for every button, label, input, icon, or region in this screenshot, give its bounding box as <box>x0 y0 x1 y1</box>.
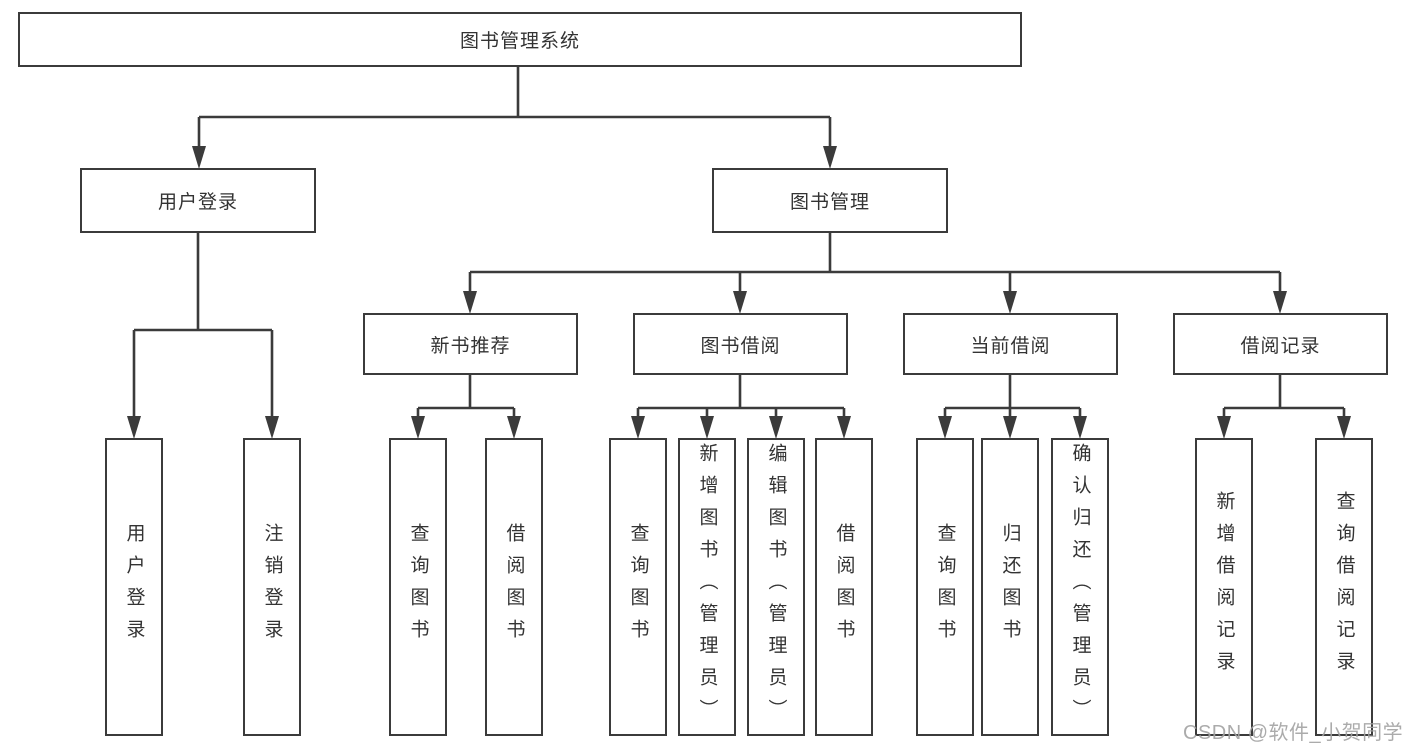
connector-borrowrecord-to-children <box>1217 375 1351 439</box>
node-leaf-borrow-book-1: 借阅图书 <box>485 438 543 736</box>
node-borrow-record: 借阅记录 <box>1173 313 1388 375</box>
node-label: 查询借阅记录 <box>1333 491 1355 683</box>
node-label: 查询图书 <box>407 523 429 651</box>
node-label: 借阅记录 <box>1240 335 1321 357</box>
node-book-management: 图书管理 <box>712 168 948 233</box>
node-label: 编辑图书（管理员） <box>765 443 787 731</box>
node-label: 确认归还（管理员） <box>1069 443 1091 731</box>
node-label: 查询图书 <box>934 523 956 651</box>
node-leaf-add-borrow-record: 新增借阅记录 <box>1195 438 1253 736</box>
node-leaf-confirm-return-admin: 确认归还（管理员） <box>1051 438 1109 736</box>
node-label: 归还图书 <box>999 523 1021 651</box>
node-label: 用户登录 <box>123 523 145 651</box>
node-label: 新增借阅记录 <box>1213 491 1235 683</box>
node-leaf-user-login: 用户登录 <box>105 438 163 736</box>
node-leaf-logout: 注销登录 <box>243 438 301 736</box>
node-new-book-recommend: 新书推荐 <box>363 313 578 375</box>
node-current-borrow: 当前借阅 <box>903 313 1118 375</box>
node-leaf-return-book: 归还图书 <box>981 438 1039 736</box>
connector-bookborrow-to-children <box>631 375 851 439</box>
node-leaf-borrow-book-2: 借阅图书 <box>815 438 873 736</box>
node-user-login-group: 用户登录 <box>80 168 316 233</box>
node-label: 新书推荐 <box>430 335 511 357</box>
node-book-borrow: 图书借阅 <box>633 313 848 375</box>
node-label: 图书借阅 <box>700 335 781 357</box>
node-label: 图书管理系统 <box>459 31 580 52</box>
node-label: 用户登录 <box>157 192 238 213</box>
node-label: 注销登录 <box>261 523 283 651</box>
connector-currentborrow-to-children <box>938 375 1087 439</box>
connector-userlogin-to-children <box>127 233 279 439</box>
node-leaf-query-book-2: 查询图书 <box>609 438 667 736</box>
connector-root-to-level2 <box>192 67 837 169</box>
node-label: 新增图书（管理员） <box>696 443 718 731</box>
node-leaf-edit-book-admin: 编辑图书（管理员） <box>747 438 805 736</box>
connector-newbookrec-to-children <box>411 375 521 439</box>
node-leaf-add-book-admin: 新增图书（管理员） <box>678 438 736 736</box>
csdn-watermark: CSDN @软件_小贺同学 <box>1183 722 1404 744</box>
connector-bookmgmt-to-level3 <box>463 233 1287 314</box>
node-leaf-query-book-3: 查询图书 <box>916 438 974 736</box>
node-label: 查询图书 <box>627 523 649 651</box>
node-label: 当前借阅 <box>970 335 1051 357</box>
node-label: 借阅图书 <box>503 523 525 651</box>
node-leaf-query-book-1: 查询图书 <box>389 438 447 736</box>
node-label: 图书管理 <box>789 192 870 213</box>
node-label: 借阅图书 <box>833 523 855 651</box>
node-root-system: 图书管理系统 <box>18 12 1022 67</box>
node-leaf-query-borrow-record: 查询借阅记录 <box>1315 438 1373 736</box>
